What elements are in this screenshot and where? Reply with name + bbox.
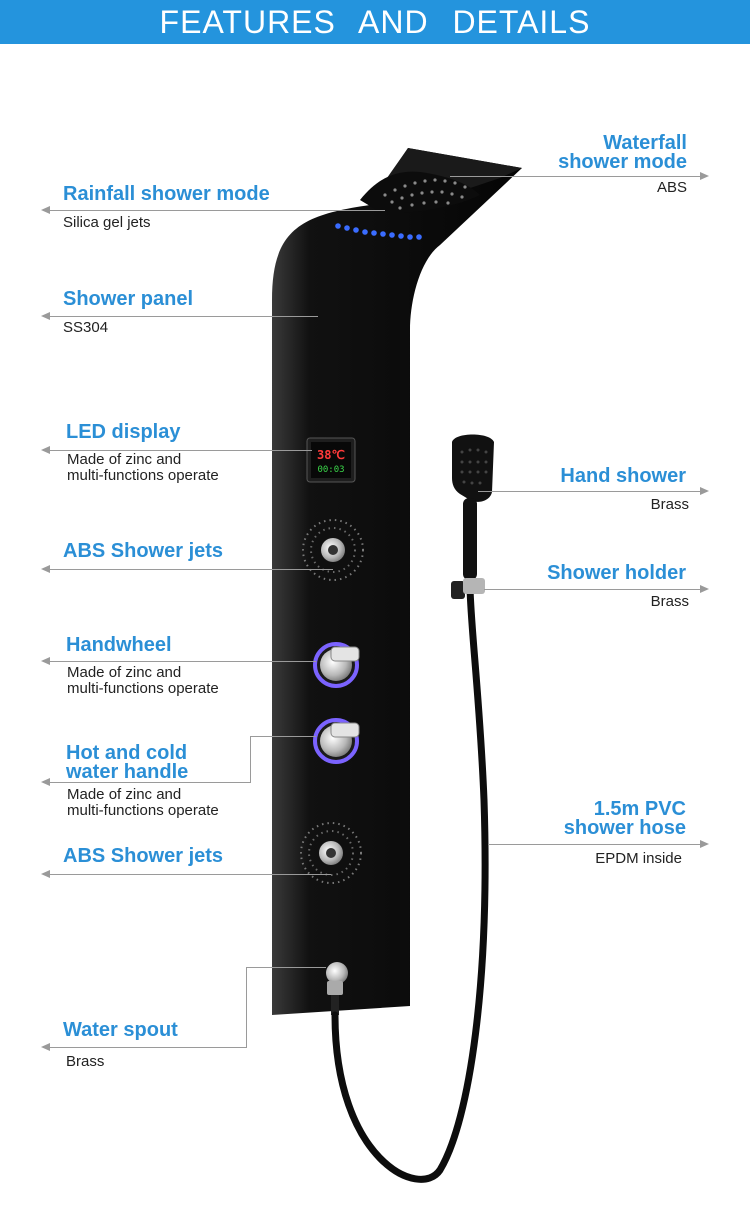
arrow-right-icon	[700, 172, 709, 180]
callout-line	[50, 1047, 246, 1048]
shower-hose	[331, 581, 489, 1183]
hot-cold-handle-sub: Made of zinc and multi-functions operate	[67, 786, 219, 819]
waterfall-shower-title: Waterfall shower mode	[558, 132, 687, 173]
handwheel-title: Handwheel	[66, 634, 172, 656]
display-temp: 38℃	[317, 448, 345, 462]
rain-head	[360, 171, 480, 213]
shower-jet-upper	[302, 519, 364, 581]
shower-panel-sub: SS304	[63, 319, 109, 336]
abs-jets-upper-title: ABS Shower jets	[63, 540, 224, 562]
panel-body	[272, 148, 522, 1015]
hot-cold-handle-title: Hot and cold water handle	[66, 742, 189, 783]
led-display-sub: Made of zinc and multi-functions operate	[67, 451, 219, 484]
callout-line	[50, 210, 385, 211]
abs-jets-lower-title: ABS Shower jets	[63, 845, 224, 867]
callout-line	[488, 844, 700, 845]
callout-line	[50, 569, 333, 570]
callout-line	[246, 967, 326, 968]
arrow-right-icon	[700, 487, 709, 495]
shower-holder-sub: Brass	[650, 593, 689, 610]
arrow-right-icon	[700, 585, 709, 593]
rainfall-shower-sub: Silica gel jets	[63, 214, 151, 231]
handwheel	[313, 642, 360, 688]
callout-line	[50, 450, 312, 451]
hand-shower	[452, 434, 494, 580]
arrow-left-icon	[41, 446, 50, 454]
arrow-left-icon	[41, 1043, 50, 1051]
arrow-left-icon	[41, 206, 50, 214]
handwheel-sub: Made of zinc and multi-functions operate	[67, 664, 219, 697]
callout-line	[250, 736, 251, 783]
header-banner	[0, 0, 750, 44]
shower-jet-lower	[300, 822, 362, 884]
arrow-left-icon	[41, 870, 50, 878]
shower-panel-title: Shower panel	[63, 288, 194, 310]
rain-nozzles	[383, 178, 467, 210]
arrow-right-icon	[700, 840, 709, 848]
water-spout	[326, 962, 348, 1015]
callout-line	[246, 967, 247, 1048]
callout-line	[50, 316, 318, 317]
hand-shower-title: Hand shower	[560, 465, 686, 487]
shower-hose-title: 1.5m PVC shower hose	[563, 798, 686, 839]
display-time: 00:03	[317, 465, 344, 475]
callout-line	[478, 491, 700, 492]
arrow-left-icon	[41, 778, 50, 786]
led-display-title: LED display	[66, 421, 181, 443]
shower-hose-sub: EPDM inside	[595, 850, 682, 867]
led-strip	[335, 223, 422, 240]
callout-line	[50, 782, 250, 783]
callout-line	[484, 589, 700, 590]
callout-line	[50, 874, 331, 875]
arrow-left-icon	[41, 657, 50, 665]
callout-line	[250, 736, 316, 737]
hot-cold-handle	[313, 718, 360, 764]
rainfall-shower-title: Rainfall shower mode	[63, 183, 270, 205]
callout-line	[50, 661, 316, 662]
water-spout-title: Water spout	[63, 1019, 178, 1041]
water-spout-sub: Brass	[66, 1053, 105, 1070]
callout-line	[450, 176, 700, 177]
waterfall-shower-sub: ABS	[656, 179, 687, 196]
shower-holder	[451, 578, 485, 599]
hand-shower-sub: Brass	[650, 496, 689, 513]
page-title: FEATURES AND DETAILS	[159, 4, 591, 40]
shower-holder-title: Shower holder	[547, 562, 686, 584]
arrow-left-icon	[41, 312, 50, 320]
arrow-left-icon	[41, 565, 50, 573]
